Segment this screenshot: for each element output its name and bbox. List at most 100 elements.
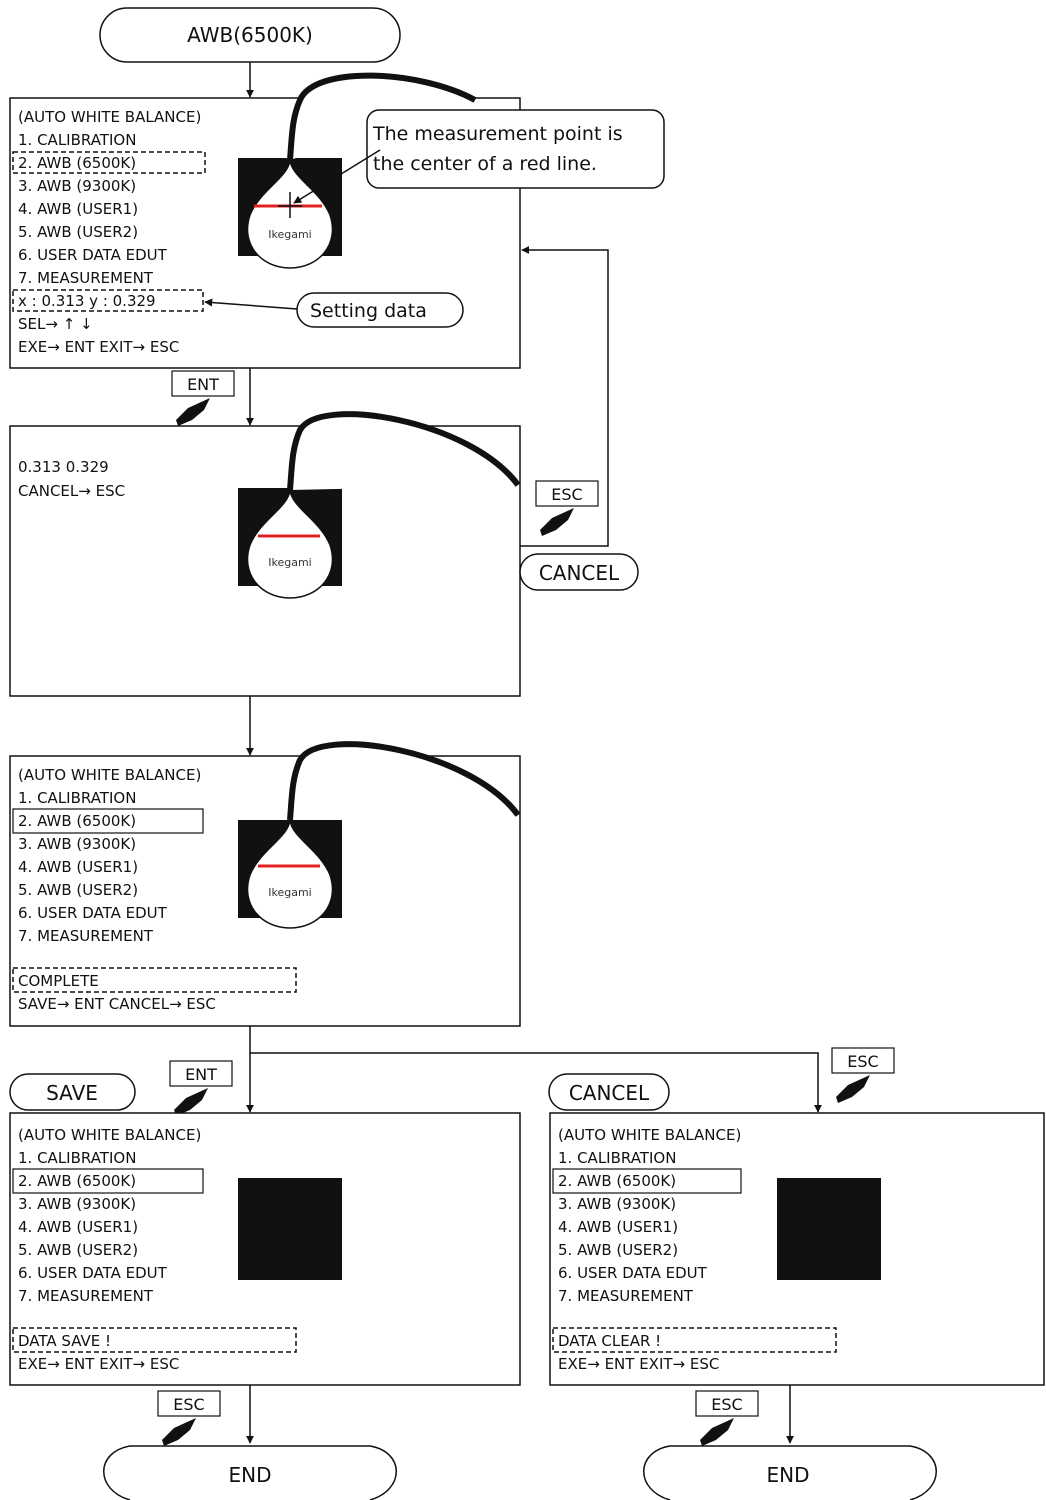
save-terminal-label: SAVE	[46, 1081, 98, 1105]
screen-5-menu: (AUTO WHITE BALANCE) 1. CALIBRATION 2. A…	[558, 1126, 741, 1373]
menu-item-awb-6500k: 2. AWB (6500K)	[18, 812, 136, 830]
menu-title: (AUTO WHITE BALANCE)	[18, 766, 201, 784]
esc-key-end-left: ESC	[157, 1390, 221, 1446]
menu-title: (AUTO WHITE BALANCE)	[18, 1126, 201, 1144]
end-left-label: END	[229, 1463, 272, 1487]
menu-item-awb-6500k: 2. AWB (6500K)	[18, 154, 136, 172]
press-hand-icon	[174, 1088, 208, 1116]
menu-hint: EXE→ ENT EXIT→ ESC	[558, 1355, 719, 1373]
cancel-terminal-label: CANCEL	[539, 561, 620, 585]
start-terminal: AWB(6500K)	[99, 7, 401, 63]
menu-item-awb-user2: 5. AWB (USER2)	[18, 1241, 138, 1259]
menu-item-awb-user1: 4. AWB (USER1)	[18, 858, 138, 876]
menu-item-calibration: 1. CALIBRATION	[18, 1149, 136, 1167]
screen-3-menu: (AUTO WHITE BALANCE) 1. CALIBRATION 2. A…	[18, 766, 216, 1013]
menu-item-awb-9300k: 3. AWB (9300K)	[18, 1195, 136, 1213]
setting-data-label: Setting data	[310, 300, 427, 322]
callout-measurement-point: The measurement point is the center of a…	[293, 109, 665, 204]
menu-item-awb-user1: 4. AWB (USER1)	[18, 200, 138, 218]
highlight-status	[12, 967, 297, 993]
probe-illustration: Ikegami	[238, 741, 521, 929]
start-terminal-label: AWB(6500K)	[187, 23, 313, 47]
menu-item-awb-user2: 5. AWB (USER2)	[558, 1241, 678, 1259]
menu-title: (AUTO WHITE BALANCE)	[18, 108, 201, 126]
highlight-setting-data	[12, 289, 204, 312]
menu-item-calibration: 1. CALIBRATION	[18, 789, 136, 807]
menu-item-measurement: 7. MEASUREMENT	[18, 927, 154, 945]
menu-item-user-data: 6. USER DATA EDUT	[18, 1264, 168, 1282]
probe-brand-label: Ikegami	[268, 228, 311, 241]
selected-awb-6500k	[12, 1168, 204, 1194]
esc-key-end-left-label: ESC	[173, 1395, 204, 1414]
menu-item-awb-user2: 5. AWB (USER2)	[18, 223, 138, 241]
cancel-hint: CANCEL→ ESC	[18, 482, 125, 500]
probe-brand-label: Ikegami	[268, 556, 311, 569]
black-patch	[777, 1178, 881, 1280]
press-hand-icon	[176, 398, 210, 426]
highlight-awb-6500k	[12, 151, 206, 174]
menu-item-awb-9300k: 3. AWB (9300K)	[18, 835, 136, 853]
menu-item-awb-user2: 5. AWB (USER2)	[18, 881, 138, 899]
menu-item-awb-6500k: 2. AWB (6500K)	[558, 1172, 676, 1190]
cancel-branch-label: CANCEL	[569, 1081, 650, 1105]
save-branch: SAVE ENT	[9, 1060, 233, 1116]
end-terminal-left: END	[103, 1445, 397, 1500]
menu-item-measurement: 7. MEASUREMENT	[558, 1287, 694, 1305]
callout-line-1: The measurement point is	[372, 123, 623, 145]
menu-item-awb-9300k: 3. AWB (9300K)	[558, 1195, 676, 1213]
esc-cancel-loop: ESC CANCEL	[519, 246, 639, 591]
press-hand-icon	[162, 1418, 196, 1446]
menu-title: (AUTO WHITE BALANCE)	[558, 1126, 741, 1144]
end-terminal-right: END	[643, 1445, 937, 1500]
menu-hint: SAVE→ ENT CANCEL→ ESC	[18, 995, 216, 1013]
end-right-label: END	[767, 1463, 810, 1487]
probe-illustration: Ikegami	[238, 72, 477, 269]
black-patch	[238, 1178, 342, 1280]
arrow-screen3-to-cancel	[249, 1026, 822, 1113]
status-message: DATA SAVE !	[18, 1332, 111, 1350]
menu-hint-select: SEL→ ↑ ↓	[18, 315, 93, 333]
setting-data-values: x : 0.313 y : 0.329	[18, 292, 156, 310]
selected-awb-6500k	[12, 808, 204, 834]
callout-setting-data: Setting data	[204, 292, 464, 328]
esc-key-cancel-label: ESC	[551, 485, 582, 504]
menu-item-awb-9300k: 3. AWB (9300K)	[18, 177, 136, 195]
menu-item-measurement: 7. MEASUREMENT	[18, 269, 154, 287]
screen-4: (AUTO WHITE BALANCE) 1. CALIBRATION 2. A…	[9, 1112, 521, 1386]
callout-line-2: the center of a red line.	[373, 153, 597, 175]
menu-item-user-data: 6. USER DATA EDUT	[18, 904, 168, 922]
esc-key-end-right-label: ESC	[711, 1395, 742, 1414]
selected-awb-6500k	[552, 1168, 742, 1194]
esc-key-end-right: ESC	[695, 1390, 759, 1446]
menu-item-awb-user1: 4. AWB (USER1)	[18, 1218, 138, 1236]
cancel-branch: CANCEL ESC	[548, 1047, 895, 1111]
probe-brand-label: Ikegami	[268, 886, 311, 899]
menu-item-awb-user1: 4. AWB (USER1)	[558, 1218, 678, 1236]
screen-5: (AUTO WHITE BALANCE) 1. CALIBRATION 2. A…	[549, 1112, 1045, 1386]
menu-item-user-data: 6. USER DATA EDUT	[18, 246, 168, 264]
press-hand-icon	[700, 1418, 734, 1446]
screen-4-menu: (AUTO WHITE BALANCE) 1. CALIBRATION 2. A…	[18, 1126, 201, 1373]
press-hand-icon	[540, 508, 574, 536]
status-message: COMPLETE	[18, 972, 99, 990]
menu-item-measurement: 7. MEASUREMENT	[18, 1287, 154, 1305]
ent-key-1: ENT	[171, 370, 235, 426]
probe-illustration: Ikegami	[238, 411, 521, 599]
screen-1-menu: (AUTO WHITE BALANCE) 1. CALIBRATION 2. A…	[18, 108, 201, 356]
menu-hint: EXE→ ENT EXIT→ ESC	[18, 1355, 179, 1373]
screen-2: Ikegami 0.313 0.329 CANCEL→ ESC	[9, 411, 521, 697]
menu-item-awb-6500k: 2. AWB (6500K)	[18, 1172, 136, 1190]
highlight-status	[12, 1327, 297, 1353]
screen-3: Ikegami (AUTO WHITE BALANCE) 1. CALIBRAT…	[9, 741, 521, 1027]
ent-key-save-label: ENT	[185, 1065, 217, 1084]
highlight-status	[552, 1327, 837, 1353]
measured-values: 0.313 0.329	[18, 458, 109, 476]
press-hand-icon	[836, 1075, 870, 1103]
menu-item-calibration: 1. CALIBRATION	[18, 131, 136, 149]
status-message: DATA CLEAR !	[558, 1332, 661, 1350]
menu-hint-execute: EXE→ ENT EXIT→ ESC	[18, 338, 179, 356]
ent-key-1-label: ENT	[187, 375, 219, 394]
menu-item-calibration: 1. CALIBRATION	[558, 1149, 676, 1167]
menu-item-user-data: 6. USER DATA EDUT	[558, 1264, 708, 1282]
